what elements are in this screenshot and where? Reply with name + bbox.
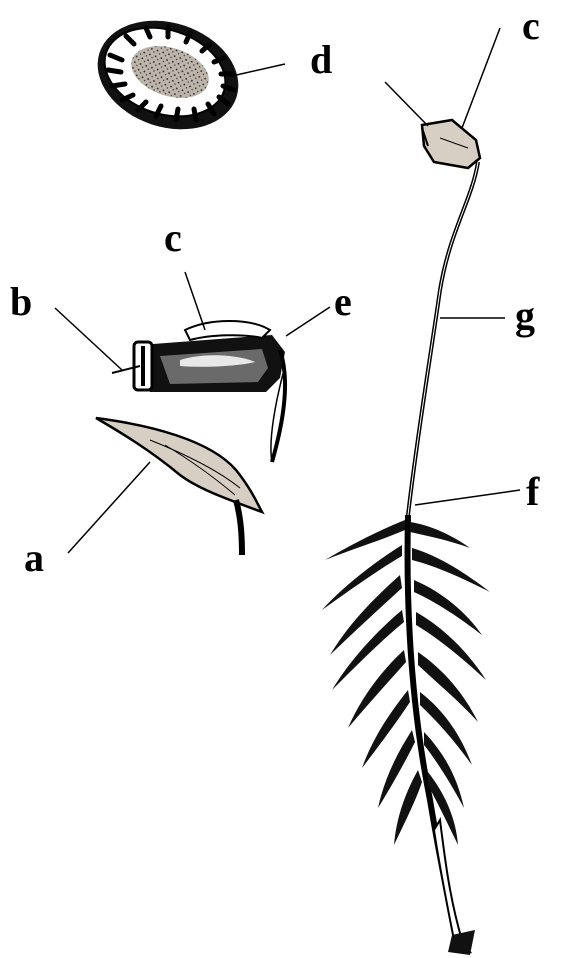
label-c-top: c xyxy=(522,6,540,46)
moss-plant-drawing xyxy=(322,28,520,955)
label-a: a xyxy=(24,538,44,578)
capsule-drawing xyxy=(55,272,330,462)
label-f: f xyxy=(526,472,539,512)
label-g: g xyxy=(515,296,535,336)
peristome-drawing xyxy=(83,3,285,146)
label-e: e xyxy=(334,282,352,322)
label-c-mid: c xyxy=(164,218,182,258)
label-d: d xyxy=(310,40,332,80)
label-b: b xyxy=(10,282,32,322)
calyptra-drawing xyxy=(68,418,262,555)
